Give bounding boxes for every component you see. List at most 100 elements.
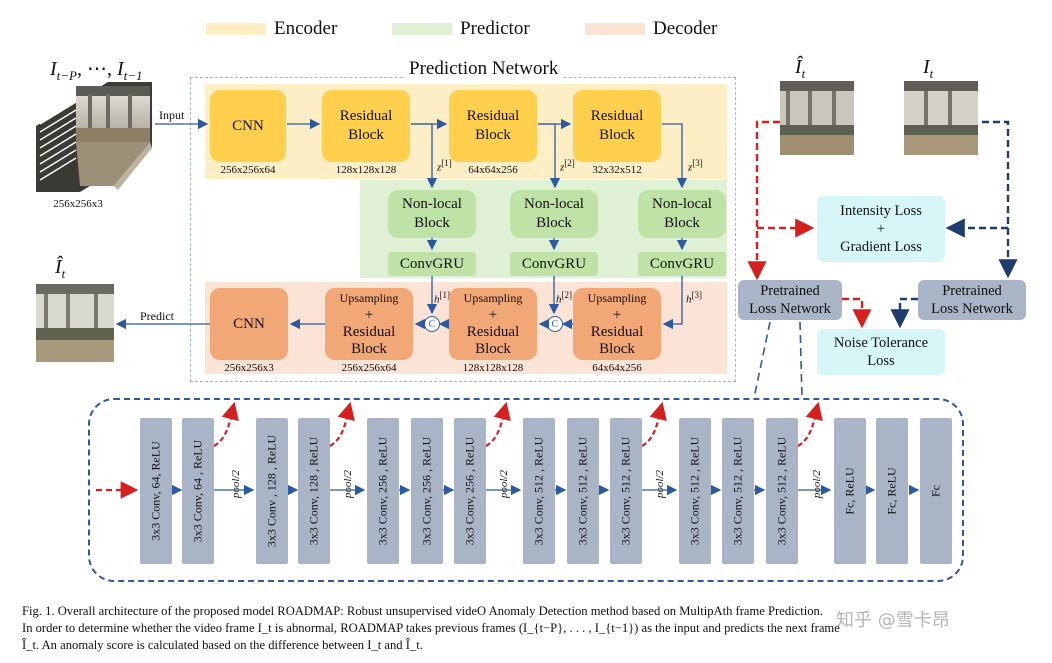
vgg-layer-label: 3x3 Conv, 256 , ReLU — [462, 436, 477, 546]
convgru-block-1: ConvGRU — [388, 252, 476, 276]
z3-main: z — [688, 161, 693, 174]
vgg-layer-label: 3x3 Conv, 64, ReLU — [148, 441, 163, 541]
residual-2-line1: Residual — [466, 108, 520, 124]
gt-frame-sub: t — [929, 66, 934, 81]
up-1-line3: Block — [351, 341, 387, 357]
encoder-cnn-block: CNN — [210, 90, 286, 162]
nonlocal-1-line1: Non-local — [402, 196, 462, 212]
vgg-layer-15: Fc, ReLU — [876, 418, 908, 564]
vgg-layer-12: 3x3 Conv, 512 , ReLU — [722, 418, 754, 564]
pretrained-left-line2: Loss Network — [749, 301, 831, 317]
convgru-block-2: ConvGRU — [510, 252, 598, 276]
vgg-layer-2: 3x3 Conv, 64 , ReLU — [182, 418, 214, 564]
input-label-sub: t−P — [56, 68, 77, 83]
vgg-layer-label: 3x3 Conv , 128 , ReLU — [264, 434, 279, 548]
up-3-line0: Upsampling — [587, 291, 647, 305]
input-label-main: I — [50, 58, 57, 80]
input-label-main2: I — [117, 58, 124, 80]
convgru-1-label: ConvGRU — [399, 255, 465, 272]
caption-line-1: Fig. 1. Overall architecture of the prop… — [22, 604, 823, 618]
noise-loss-line1: Noise Tolerance — [833, 335, 929, 351]
ground-truth-frame-image — [904, 81, 978, 155]
vgg-layer-7: 3x3 Conv, 256 , ReLU — [454, 418, 486, 564]
residual-1-line2: Block — [348, 127, 384, 143]
up-2-line0: Upsampling — [463, 291, 523, 305]
legend-decoder: Decoder — [585, 14, 717, 44]
vgg-layer-14: Fc, ReLU — [834, 418, 866, 564]
vgg-layer-4: 3x3 Conv, 128 , ReLU — [298, 418, 330, 564]
intensity-loss-line1: Intensity Loss — [840, 203, 922, 219]
nonlocal-2-line1: Non-local — [524, 196, 584, 212]
nonlocal-3-line1: Non-local — [652, 196, 712, 212]
z3-sup: [3] — [692, 158, 703, 168]
pool-label-1: pool/2 — [230, 469, 243, 499]
z-label-3: z[3] — [688, 158, 703, 174]
pool-label-5: pool/2 — [811, 469, 824, 499]
vgg-layer-1: 3x3 Conv, 64, ReLU — [140, 418, 172, 564]
vgg-layer-label: 3x3 Conv, 256 , ReLU — [375, 436, 390, 546]
up-3-line2: Residual — [590, 324, 644, 340]
up-1-line1: + — [364, 307, 374, 323]
legend-predictor: Predictor — [392, 14, 530, 44]
z-label-2: z[2] — [560, 158, 575, 174]
vgg-layer-8: 3x3 Conv, 512 , ReLU — [523, 418, 555, 564]
pool-label-2: pool/2 — [342, 469, 355, 499]
up-2-line2: Residual — [466, 324, 520, 340]
pretrained-left-line1: Pretrained — [760, 283, 820, 299]
encoder-residual-2-size: 64x64x256 — [468, 164, 518, 176]
input-arrow-label: Input — [159, 108, 185, 122]
legend-predictor-label: Predictor — [460, 18, 530, 39]
intensity-loss-line3: Gradient Loss — [840, 239, 922, 255]
decoder-up-1-size: 256x256x64 — [341, 362, 397, 374]
figure-caption: Fig. 1. Overall architecture of the prop… — [22, 603, 1034, 654]
up-2-line3: Block — [475, 341, 511, 357]
input-frames-size: 256x256x3 — [53, 198, 103, 210]
predicted-frame-image — [780, 81, 854, 155]
output-frame-label: Ît — [55, 256, 65, 282]
input-frames-stack-image — [36, 82, 152, 192]
vgg-layer-label: 3x3 Conv, 512 , ReLU — [575, 436, 590, 546]
noise-loss-line2: Loss — [867, 353, 895, 369]
input-frames-label: It−P, ⋯, It−1 — [50, 56, 143, 84]
vgg-layer-label: 3x3 Conv, 512 , ReLU — [730, 436, 745, 546]
encoder-cnn-label: CNN — [232, 117, 264, 134]
h1-main: h — [434, 293, 440, 306]
h-label-2: h[2] — [556, 290, 572, 306]
h2-sup: [2] — [561, 290, 573, 300]
encoder-cnn-size: 256x256x64 — [220, 164, 276, 176]
vgg-layer-label: 3x3 Conv, 64 , ReLU — [190, 439, 205, 543]
vgg-layer-6: 3x3 Conv, 256 , ReLU — [411, 418, 443, 564]
h3-main: h — [686, 293, 692, 306]
h1-sup: [1] — [439, 290, 451, 300]
z-label-1: z[1] — [437, 158, 452, 174]
residual-1-line1: Residual — [339, 108, 393, 124]
vgg-layer-13: 3x3 Conv, 512 , ReLU — [766, 418, 798, 564]
legend-swatch-encoder — [206, 23, 266, 35]
z2-main: z — [560, 161, 565, 174]
residual-2-line2: Block — [475, 127, 511, 143]
vgg-layer-label: 3x3 Conv, 512 , ReLU — [618, 436, 633, 546]
h-label-3: h[3] — [686, 290, 702, 306]
up-1-line2: Residual — [342, 324, 396, 340]
nonlocal-3-line2: Block — [664, 215, 700, 231]
vgg-layer-label: 3x3 Conv, 128 , ReLU — [306, 436, 321, 546]
gt-frame-label: It — [923, 56, 933, 82]
output-label-sub: t — [61, 266, 66, 281]
vgg-arrows — [96, 401, 920, 499]
vgg-detail-container — [88, 398, 964, 582]
watermark: 知乎 @雪卡昂 — [836, 610, 950, 631]
decoder-cnn-block: CNN — [210, 288, 288, 360]
vgg-layer-label: Fc — [928, 485, 943, 497]
vgg-layer-label: 3x3 Conv, 512 , ReLU — [774, 436, 789, 546]
encoder-residual-1-size: 128x128x128 — [335, 164, 397, 176]
up-3-line1: + — [612, 307, 622, 323]
vgg-layer-11: 3x3 Conv, 512 , ReLU — [679, 418, 711, 564]
prediction-network-title: Prediction Network — [405, 58, 563, 80]
